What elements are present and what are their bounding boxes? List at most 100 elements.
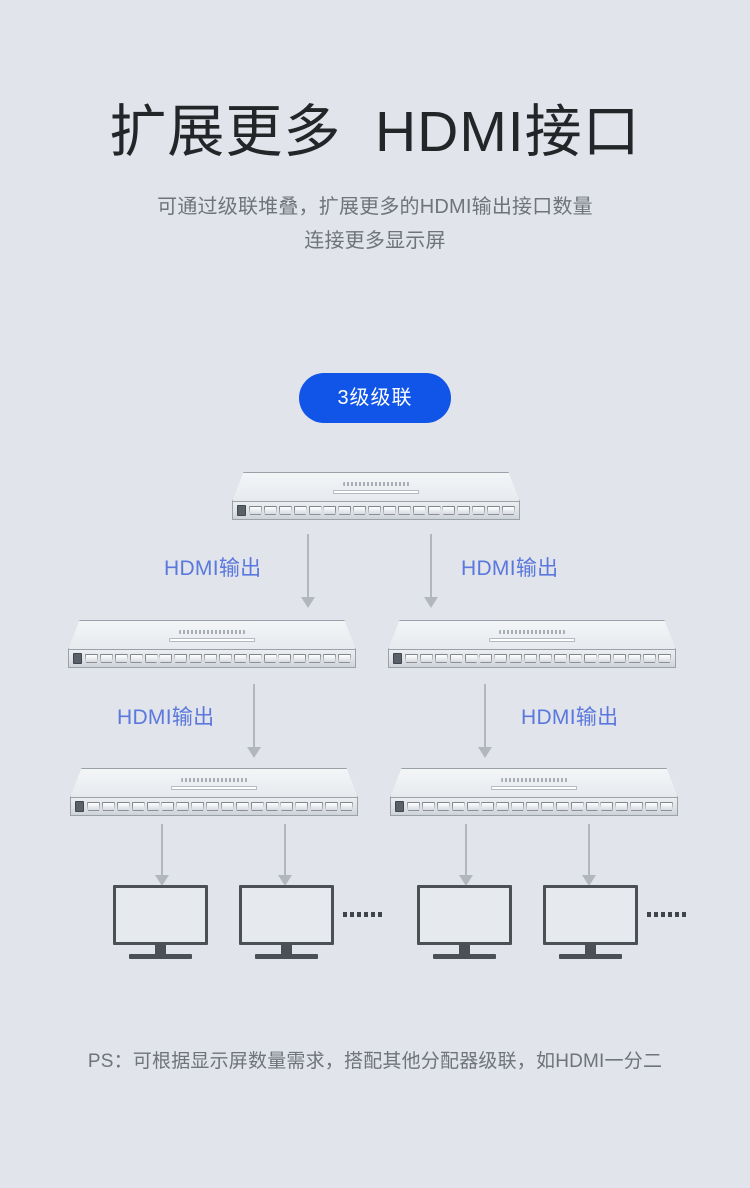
arrow-shaft (465, 824, 467, 875)
hdmi-port (325, 801, 338, 811)
hdmi-port (583, 653, 597, 663)
ellipsis-dot (675, 912, 679, 917)
hdmi-output-label-l1-right: HDMI输出 (461, 557, 559, 580)
subtitle-line-2: 连接更多显示屏 (304, 230, 446, 252)
monitor-screen (113, 885, 208, 945)
hdmi-port (421, 801, 435, 811)
hdmi-port (464, 653, 478, 663)
hdmi-port (466, 801, 480, 811)
display-monitor-1 (113, 885, 208, 959)
hdmi-port (308, 505, 322, 515)
hdmi-port (129, 653, 143, 663)
hdmi-port (496, 801, 510, 811)
hdmi-port-row (87, 798, 353, 815)
flow-arrow-l2-right (478, 684, 492, 758)
hdmi-port (235, 801, 249, 811)
hdmi-output-label-l1-left: HDMI输出 (164, 557, 262, 580)
hdmi-port (451, 801, 465, 811)
hdmi-port (538, 653, 552, 663)
monitor-screen (239, 885, 334, 945)
ugreen-logo-icon (501, 778, 567, 783)
device-front-panel (70, 796, 358, 816)
hdmi-port (481, 801, 495, 811)
device-label-strip (171, 786, 257, 790)
hdmi-port (659, 801, 673, 811)
hdmi-port (87, 801, 100, 811)
hdmi-port (449, 653, 463, 663)
cascade-level-badge: 3级级联 (299, 373, 451, 423)
hdmi-port (293, 653, 307, 663)
splitter-device-level2-right (388, 620, 676, 668)
hdmi-port (263, 505, 277, 515)
power-port-icon (237, 505, 246, 516)
hdmi-port (382, 505, 396, 515)
ellipsis-dot (647, 912, 651, 917)
arrow-head-icon (459, 875, 473, 886)
flow-arrow-monitor-3 (459, 824, 473, 886)
arrow-head-icon (424, 597, 438, 608)
display-monitor-3 (417, 885, 512, 959)
hdmi-port (220, 801, 234, 811)
hdmi-port (509, 653, 523, 663)
monitor-base (559, 954, 622, 959)
hdmi-port (204, 653, 217, 663)
hdmi-port (568, 653, 582, 663)
hdmi-port-row (405, 650, 671, 667)
power-port-icon (73, 653, 82, 664)
hdmi-port (434, 653, 448, 663)
arrow-shaft (484, 684, 486, 747)
hdmi-port (570, 801, 584, 811)
hdmi-port (280, 801, 294, 811)
hdmi-port (176, 801, 190, 811)
monitor-neck (585, 945, 596, 954)
device-body (70, 768, 358, 816)
hdmi-port (99, 653, 113, 663)
hdmi-port (407, 801, 420, 811)
hdmi-port (457, 505, 471, 515)
hdmi-port (501, 505, 515, 515)
hdmi-port (613, 653, 627, 663)
hdmi-port (540, 801, 554, 811)
ellipsis-dot (350, 912, 354, 917)
splitter-device-level3-left (70, 768, 358, 816)
hdmi-port (555, 801, 569, 811)
splitter-device-level2-left (68, 620, 356, 668)
hdmi-port-row (85, 650, 351, 667)
hdmi-port (116, 801, 130, 811)
ellipsis-dot (682, 912, 686, 917)
hdmi-port (191, 801, 205, 811)
hdmi-port (146, 801, 160, 811)
flow-arrow-monitor-4 (582, 824, 596, 886)
splitter-device-level3-right (390, 768, 678, 816)
hdmi-output-label-l2-left: HDMI输出 (117, 706, 215, 729)
arrow-head-icon (301, 597, 315, 608)
ps-note: PS：可根据显示屏数量需求，搭配其他分配器级联，如HDMI一分二 (87, 1051, 663, 1072)
flow-arrow-l2-left (247, 684, 261, 758)
device-top-face (68, 620, 356, 650)
ellipsis-dot (378, 912, 382, 917)
power-port-icon (393, 653, 402, 664)
power-port-icon (75, 801, 84, 812)
hdmi-port (131, 801, 145, 811)
ellipsis-dot (343, 912, 347, 917)
hdmi-port (511, 801, 525, 811)
hdmi-output-label-l2-right: HDMI输出 (521, 706, 619, 729)
arrow-head-icon (155, 875, 169, 886)
hdmi-port (250, 801, 264, 811)
hdmi-port (278, 505, 292, 515)
hdmi-port (436, 801, 450, 811)
arrow-shaft (253, 684, 255, 747)
hdmi-port (600, 801, 614, 811)
device-front-panel (232, 500, 520, 520)
arrow-head-icon (278, 875, 292, 886)
device-top-face (232, 472, 520, 502)
hdmi-port (368, 505, 381, 515)
monitor-screen (543, 885, 638, 945)
hdmi-port (233, 653, 247, 663)
flow-arrow-l1-left (301, 534, 315, 608)
subtitle-line-1: 可通过级联堆叠，扩展更多的HDMI输出接口数量 (157, 196, 593, 218)
hdmi-port (412, 505, 426, 515)
hdmi-port (189, 653, 203, 663)
device-top-face (70, 768, 358, 798)
